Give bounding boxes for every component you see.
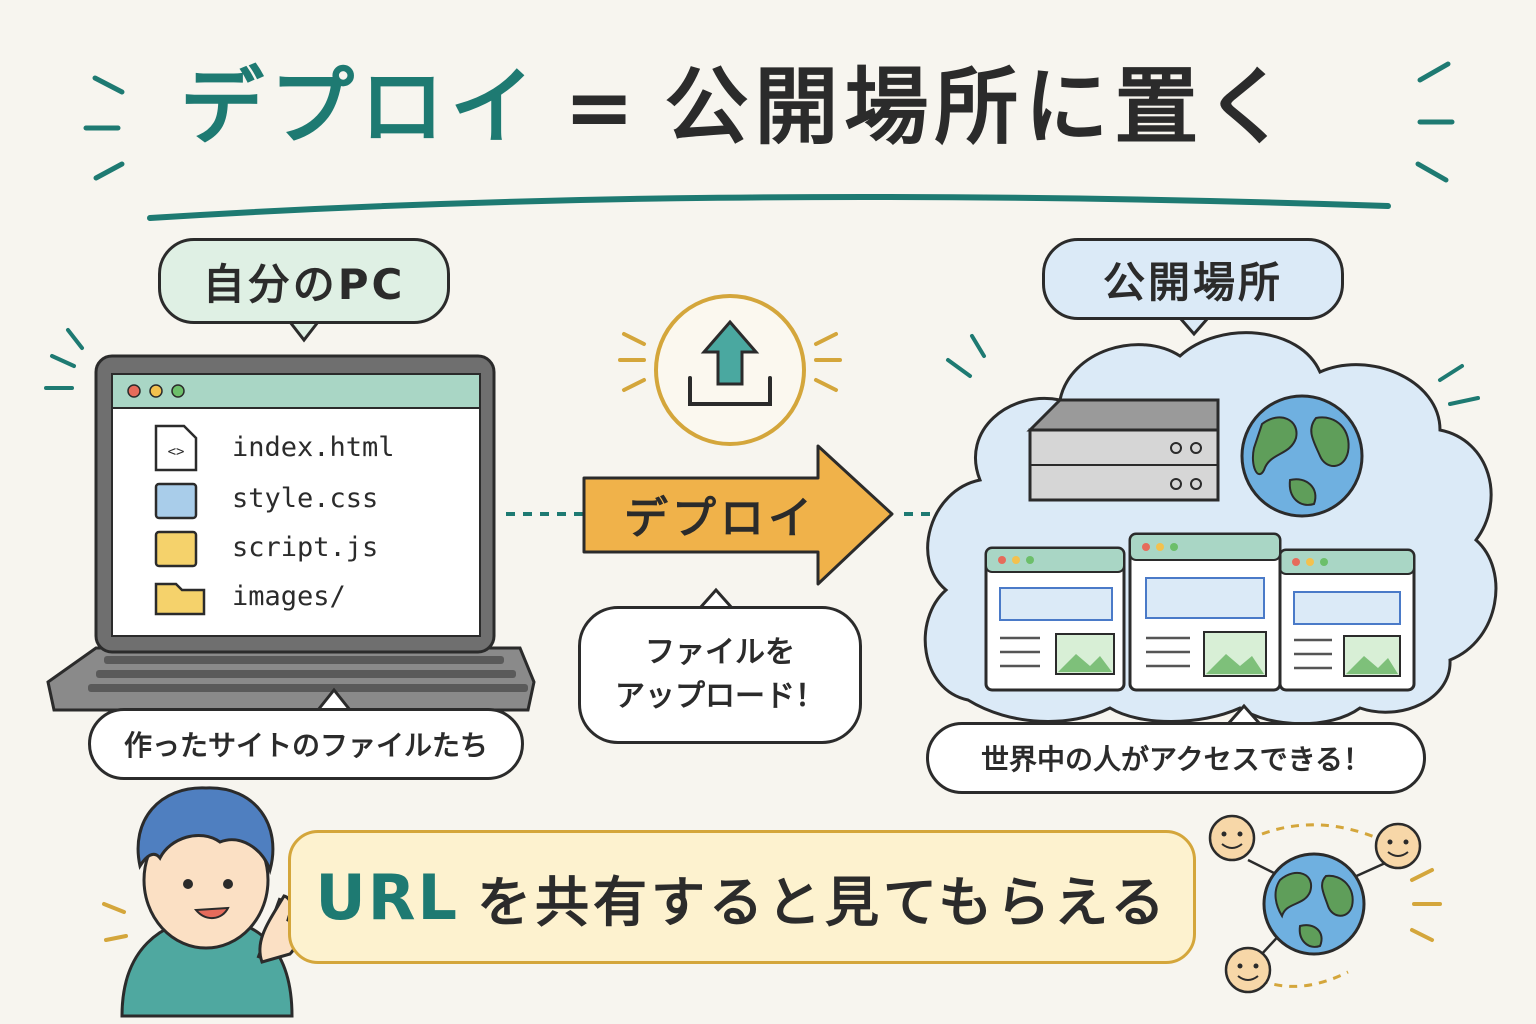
js-file-icon (154, 530, 198, 568)
public-label-tail (1178, 317, 1210, 337)
pc-label: 自分のPC (158, 238, 450, 324)
page-title: デプロイ=公開場所に置く (180, 52, 1360, 162)
globe-icon (1240, 394, 1364, 518)
svg-text:<>: <> (168, 444, 185, 460)
deploy-arrow-label: デプロイ (624, 493, 816, 544)
title-equals: = (564, 58, 641, 156)
share-network (1247, 823, 1393, 988)
public-label: 公開場所 (1042, 238, 1344, 320)
share-sparks (1410, 868, 1442, 942)
title-accent: デプロイ (180, 58, 541, 156)
access-caption-tail (1226, 703, 1262, 725)
pc-label-tail (288, 321, 320, 343)
css-file-icon (154, 482, 198, 520)
cloud-sparks (946, 334, 1480, 406)
deploy-arrow (582, 444, 894, 586)
access-caption: 世界中の人がアクセスできる！ (926, 722, 1426, 794)
files-caption: 作ったサイトのファイルたち (88, 708, 524, 780)
person-illustration (120, 786, 299, 1018)
laptop-sparks (44, 328, 84, 390)
share-url: URL (315, 860, 459, 934)
server-icon (1026, 398, 1220, 502)
upload-caption-tail (698, 587, 734, 609)
laptop (46, 354, 536, 712)
title-underline (147, 193, 1391, 221)
title-main: 公開場所に置く (664, 58, 1295, 156)
title-sparkles (83, 61, 1455, 183)
upload-caption-line1: ファイルを (645, 635, 795, 670)
html-file-icon: <> (154, 424, 198, 472)
file-name: script.js (232, 532, 379, 563)
upload-caption: ファイルを アップロード！ (578, 606, 862, 744)
upload-sparks (618, 332, 842, 392)
upload-icon (654, 294, 806, 446)
browser-window-icon (984, 532, 1416, 692)
file-name: index.html (232, 432, 395, 463)
files-caption-tail (316, 687, 352, 711)
smiley-face-icon (1208, 814, 1422, 994)
share-text: を共有すると見てもらえる (476, 870, 1169, 934)
folder-icon (154, 582, 206, 616)
upload-caption-line2: アップロード！ (615, 679, 825, 714)
share-banner: URL を共有すると見てもらえる (288, 830, 1196, 964)
file-name: images/ (232, 581, 346, 612)
file-name: style.css (232, 483, 379, 514)
